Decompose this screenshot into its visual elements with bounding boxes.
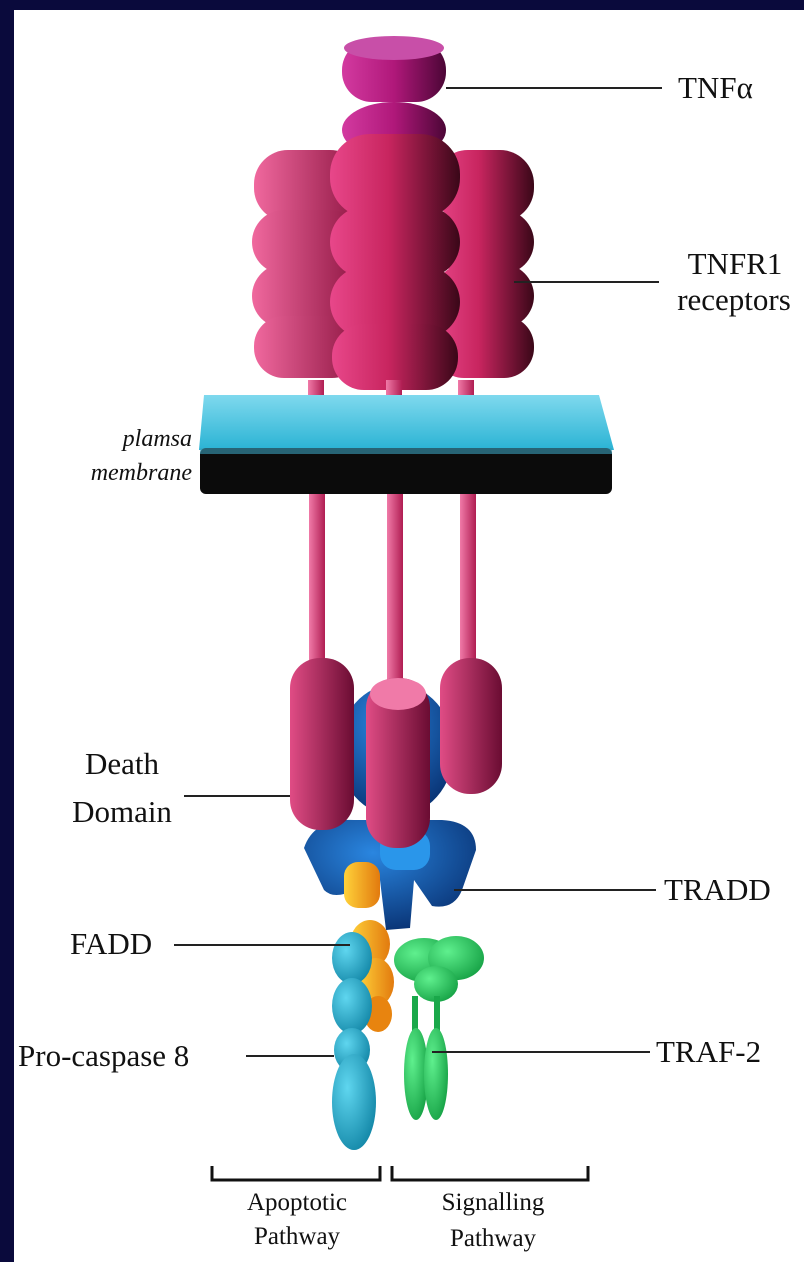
apoptotic-pathway-label-line1: Apoptotic: [212, 1188, 382, 1218]
membrane-label-line1: plamsa: [34, 424, 192, 454]
apoptotic-pathway-label-line2: Pathway: [212, 1222, 382, 1252]
procaspase-label: Pro-caspase 8: [18, 1038, 189, 1074]
plasma-membrane: [199, 395, 614, 494]
fadd-label: FADD: [70, 926, 152, 962]
signalling-bracket: [392, 1166, 588, 1180]
apoptotic-bracket: [212, 1166, 380, 1180]
diagram-canvas: TNFα TNFR1 receptors plamsa membrane Dea…: [14, 10, 804, 1262]
tradd-label: TRADD: [664, 872, 771, 908]
receptor-stems-lower: [309, 494, 476, 684]
tnfr1-receptor-stacks: [252, 134, 534, 390]
traf-2-protein: [394, 936, 484, 1120]
tnfr1-label-line1: TNFR1: [666, 246, 804, 282]
pro-caspase-8-protein: [332, 932, 376, 1150]
death-domain-label-line1: Death: [54, 746, 190, 782]
signalling-pathway-label-line2: Pathway: [398, 1224, 588, 1254]
signalling-pathway-label-line1: Signalling: [398, 1188, 588, 1218]
death-domain-label-line2: Domain: [54, 794, 190, 830]
tnfr1-label-line2: receptors: [664, 282, 804, 318]
tnf-alpha-label: TNFα: [678, 70, 753, 106]
membrane-label-line2: membrane: [34, 458, 192, 488]
death-domains: [290, 658, 502, 848]
tnf-receptor-illustration: [14, 10, 804, 1262]
pathway-brackets: [212, 1166, 588, 1180]
traf2-label: TRAF-2: [656, 1034, 761, 1070]
